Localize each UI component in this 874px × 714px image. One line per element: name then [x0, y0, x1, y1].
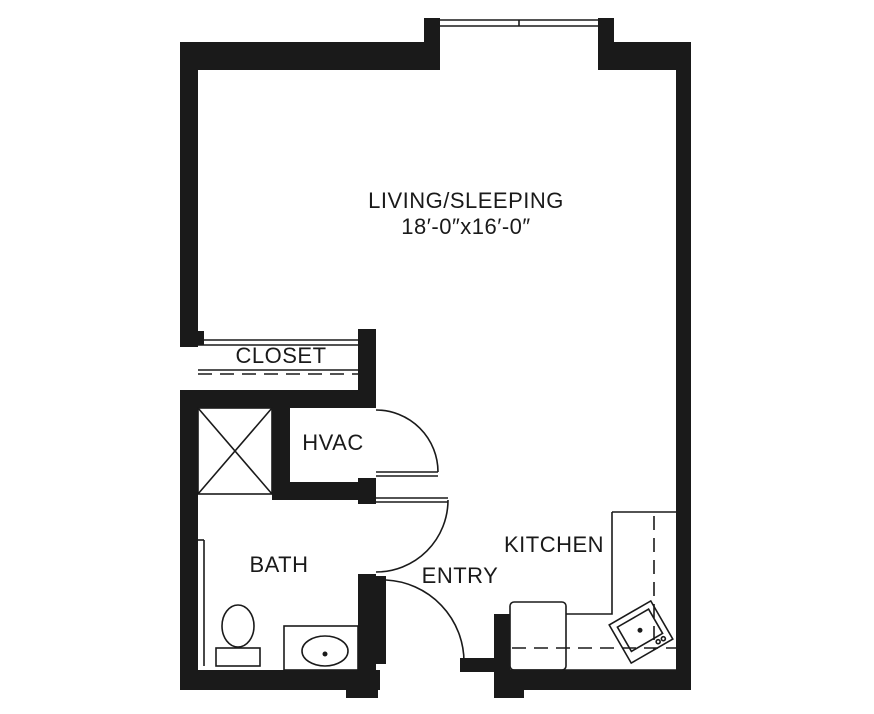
wall-bottom-right	[494, 670, 691, 690]
sink-drain	[322, 651, 328, 657]
entry-door-jamb	[376, 576, 386, 664]
hvac-wall-bottom	[272, 482, 376, 500]
bath-fixtures	[198, 539, 386, 690]
refrigerator	[509, 601, 567, 671]
vanity	[283, 625, 359, 671]
room-labels: LIVING/SLEEPING 18′-0″x16′-0″ CLOSET HVA…	[235, 188, 604, 588]
wall-top-left	[180, 42, 440, 70]
entry-label: ENTRY	[422, 563, 499, 588]
closet-jamb-left	[196, 331, 204, 345]
window	[440, 19, 598, 27]
hvac-label: HVAC	[302, 430, 364, 455]
bath-wall-right	[358, 574, 376, 690]
wall-right	[676, 42, 691, 690]
wall-window-jamb-right	[598, 18, 614, 70]
hvac-block	[197, 407, 449, 573]
bath-door-swing	[375, 499, 449, 573]
outer-walls	[180, 18, 691, 698]
living-room-dimensions: 18′-0″x16′-0″	[401, 214, 530, 239]
closet-label: CLOSET	[235, 343, 326, 368]
wall-bottom-left	[180, 670, 380, 690]
entry-door-swing	[385, 579, 465, 663]
closet	[180, 329, 376, 408]
hvac-wall-left	[272, 408, 290, 500]
bath-label: BATH	[249, 552, 308, 577]
entry-door	[385, 579, 494, 672]
wall-left-lower	[180, 390, 198, 690]
kitchen-fixtures	[494, 511, 676, 690]
closet-wall-bottom	[180, 390, 376, 408]
toilet-tank	[215, 647, 261, 667]
hvac-jamb	[358, 478, 376, 504]
closet-wall-right	[358, 329, 376, 399]
kitchen-sink	[608, 599, 674, 665]
wall-left-upper	[180, 42, 198, 347]
sink-bowl	[301, 635, 349, 667]
entry-threshold	[460, 658, 494, 672]
wall-window-jamb-left	[424, 18, 440, 70]
toilet-bowl	[221, 604, 255, 648]
living-room-label: LIVING/SLEEPING	[368, 188, 564, 213]
kitchen-wall-stub	[494, 614, 510, 690]
hvac-door-swing	[375, 409, 439, 473]
kitchen-label: KITCHEN	[504, 532, 604, 557]
